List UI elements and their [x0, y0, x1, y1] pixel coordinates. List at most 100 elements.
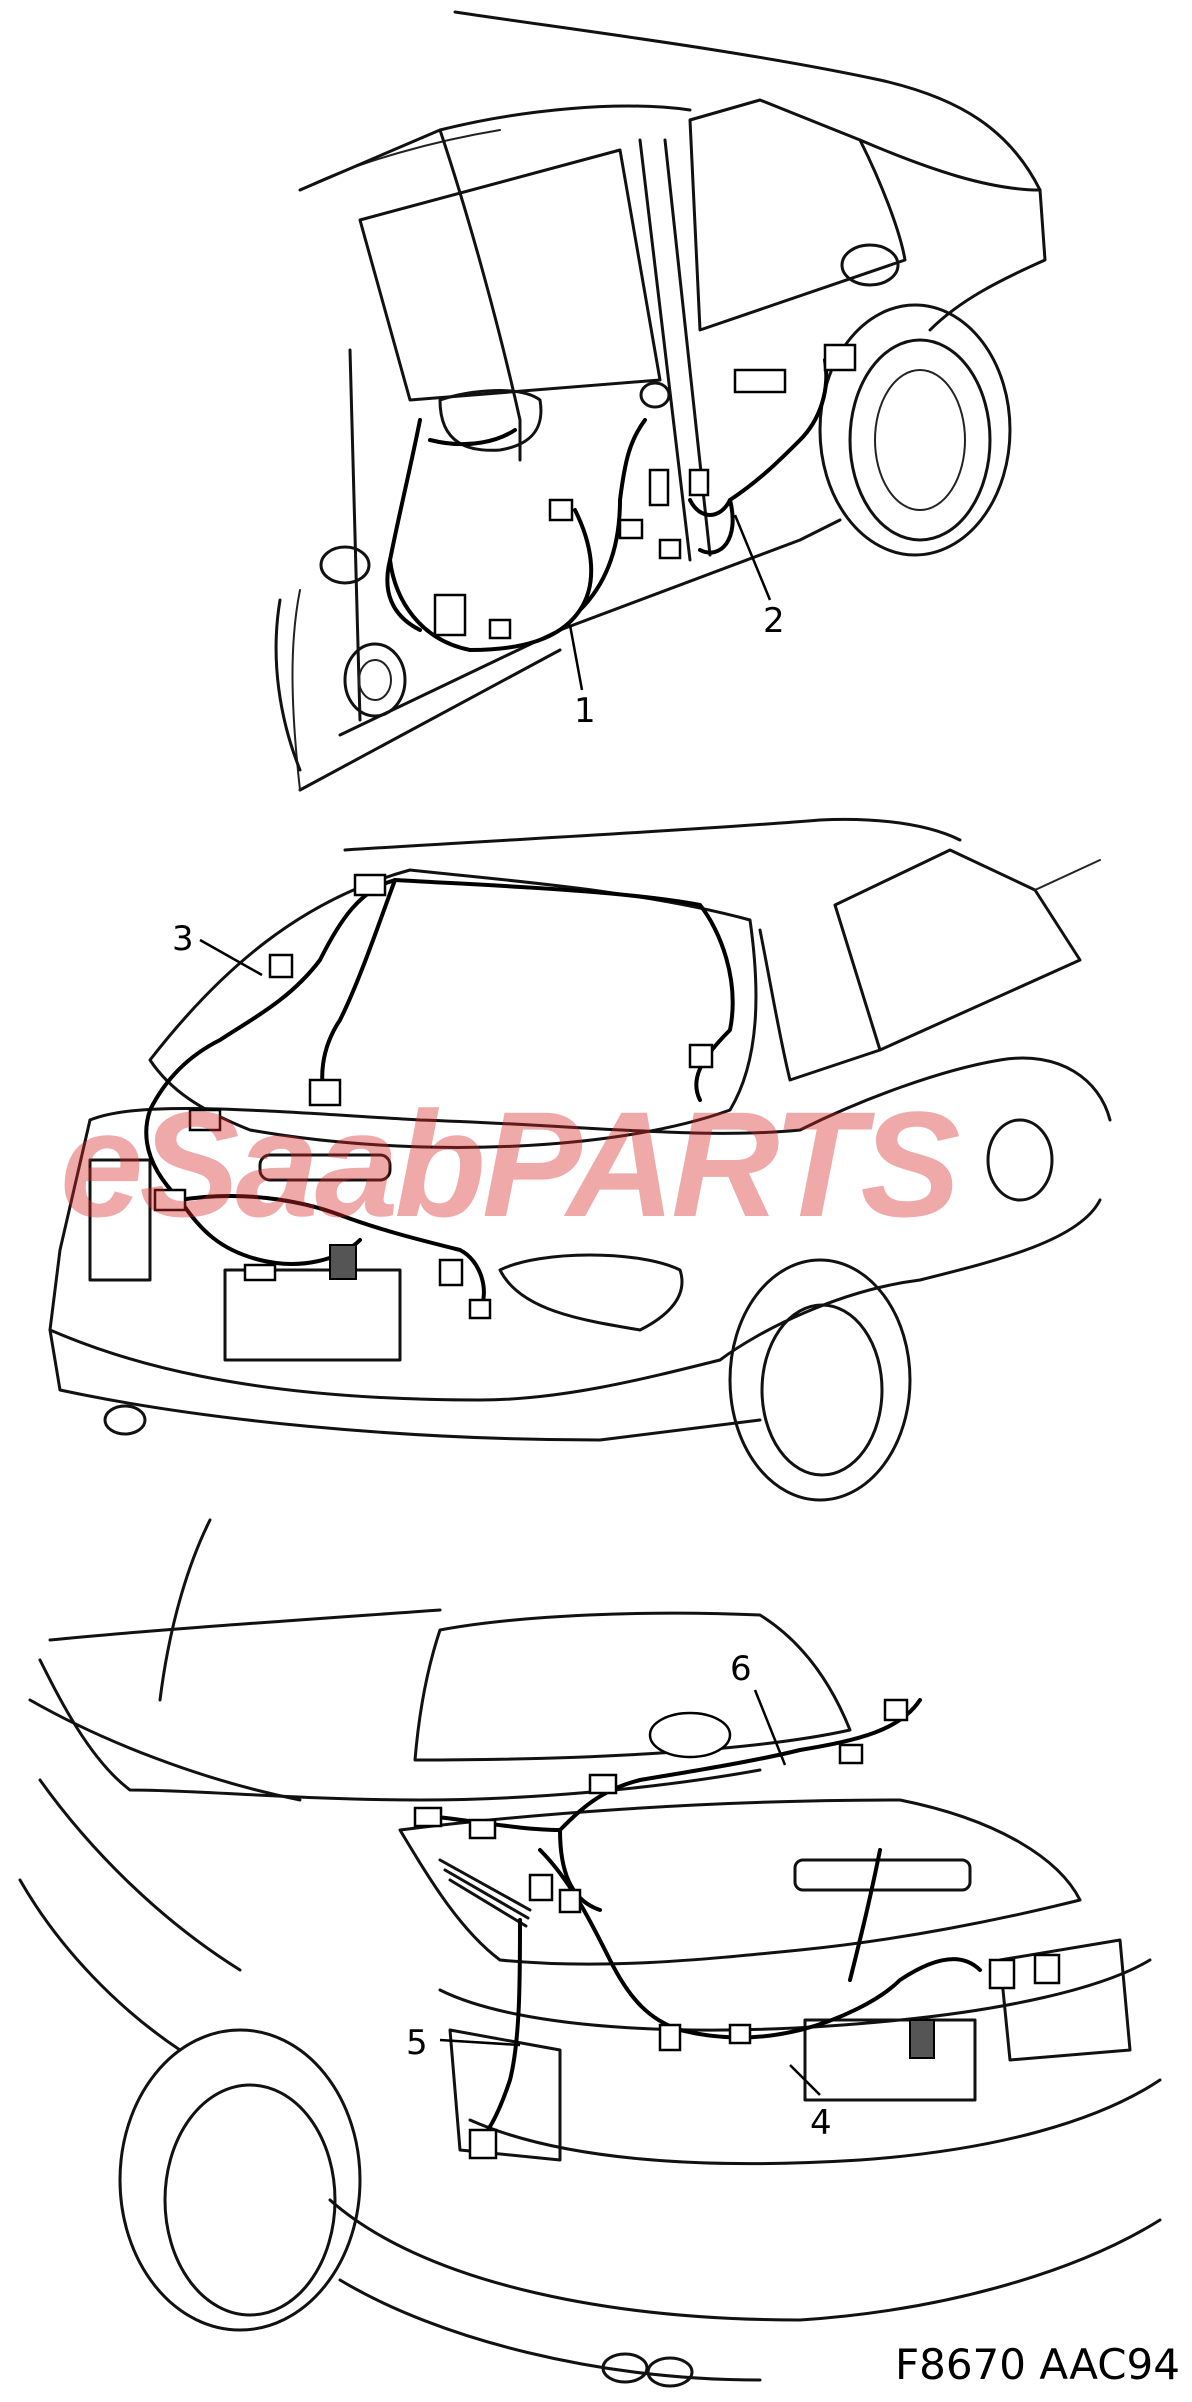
front-door-window-frame [438, 128, 522, 462]
window-motor-connector [433, 593, 467, 637]
tail-light-right [498, 1253, 684, 1332]
roof-inner-line [299, 129, 501, 191]
convertible-top-harness [418, 1698, 922, 1832]
convertible-rear-window [413, 1611, 852, 1762]
tail-light-left [88, 1158, 152, 1282]
front-door-connector-a [548, 498, 574, 522]
sill-lower [298, 648, 562, 792]
convertible-tail-light-left [448, 2028, 562, 2162]
side-harness [478, 1918, 522, 2142]
trunk-branch-harness [558, 1828, 602, 1912]
door-mirror [438, 389, 543, 452]
rear-bumper-top [48, 1118, 722, 1402]
panel-side-doors: 1 2 [274, 10, 1047, 792]
callout-1: 1 [574, 691, 596, 731]
rear-door-connector-b [823, 343, 857, 372]
convertible-bumper [328, 2198, 1162, 2322]
body-side-lower [18, 1878, 182, 2052]
mirror-harness [428, 428, 517, 447]
roof-edge-right [1034, 859, 1101, 891]
soft-top-left-edge [158, 1518, 212, 1702]
tailgate-connector-g [468, 1298, 492, 1320]
conv-connector-e [883, 1698, 909, 1722]
convertible-tail-light-right [998, 1938, 1132, 2062]
rear-door-harness [688, 358, 829, 555]
tailgate-connector-d [188, 1108, 222, 1132]
rear-panel-lower [468, 2078, 1162, 2166]
brake-light [258, 1153, 392, 1182]
tailgate-harness-left [144, 878, 397, 1266]
convertible-tire [163, 2083, 337, 2317]
tailgate-connector-f [438, 1258, 464, 1287]
callout-5-leader [439, 2038, 521, 2047]
callout-5: 5 [406, 2023, 428, 2063]
rear-bumper-bottom [48, 1328, 762, 1442]
callout-3: 3 [172, 919, 194, 959]
brake-light-harness [848, 1848, 882, 1982]
door-speaker-cone [358, 659, 392, 701]
side-window-rear [833, 848, 1082, 1052]
speaker-harness [385, 558, 422, 632]
trunk-lid [398, 1798, 1082, 1966]
figure-code: F8670 AAC94 [894, 2340, 1180, 2389]
door-handle [639, 381, 671, 409]
soft-top-line [48, 1608, 442, 1642]
conv-connector-j [988, 1958, 1016, 1990]
hatch-rear-wheel [728, 1258, 912, 1502]
convertible-license-plate [803, 2018, 977, 2102]
callout-3-leader [199, 938, 263, 977]
callout-2: 2 [763, 601, 785, 641]
c-pillar [758, 928, 882, 1082]
convertible-lock-motor [909, 2019, 935, 2059]
window-top-edge [298, 104, 692, 192]
body-side-line [38, 1778, 242, 1972]
trunk-lower-harness [538, 1848, 982, 2040]
front-body-edge [274, 598, 302, 772]
conv-connector-i [728, 2023, 752, 2045]
fuel-cap [840, 243, 900, 287]
b-pillar [638, 138, 692, 562]
plate-light-connector [243, 1263, 277, 1282]
rear-door-connector-a [733, 368, 787, 394]
door-sill [338, 518, 842, 737]
front-door-harness [388, 418, 647, 652]
callout-1-leader [568, 624, 584, 691]
rear-quarter [858, 138, 1047, 332]
conv-connector-h [658, 2023, 682, 2052]
tailgate-harness-lower [178, 1194, 486, 1312]
convertible-exhaust-left [601, 2352, 649, 2384]
conv-connector-b [468, 1818, 497, 1840]
rear-panel-top [438, 1958, 1152, 2032]
tailgate-connector-top [353, 873, 387, 897]
hatch-shoulder [88, 1056, 1112, 1135]
exhaust-pipe [103, 1404, 147, 1436]
callout-6: 6 [730, 1649, 752, 1689]
license-plate [223, 1268, 402, 1362]
rear-wheel-tire [848, 338, 992, 542]
rear-door-connector-c [688, 468, 710, 497]
front-door-connector-c [488, 618, 512, 640]
panel-rear-hatchback: 3 [48, 817, 1112, 1502]
conv-connector-k [1033, 1953, 1061, 1985]
conv-connector-f [528, 1873, 554, 1902]
callout-6-leader [753, 1689, 787, 1766]
door-speaker [343, 642, 407, 718]
front-door-lock-connector [648, 468, 670, 507]
conv-connector-d [838, 1743, 864, 1765]
tailgate-connector-c [688, 1043, 714, 1069]
tailgate-connector-a [268, 953, 294, 979]
convertible-module [648, 1711, 732, 1759]
rear-door-connector-d [658, 538, 682, 560]
lock-motor [329, 1244, 357, 1280]
tailgate-connector-b [308, 1078, 342, 1107]
front-door-window [358, 148, 662, 402]
callout-4-leader [789, 2064, 821, 2096]
conv-connector-l [468, 2128, 498, 2160]
convertible-body-line [28, 1698, 302, 1802]
convertible-exhaust-right [646, 2356, 694, 2388]
rear-window [148, 868, 758, 1149]
front-door-edge [348, 348, 362, 722]
conv-connector-a [413, 1806, 443, 1828]
rear-door-window [688, 98, 907, 332]
